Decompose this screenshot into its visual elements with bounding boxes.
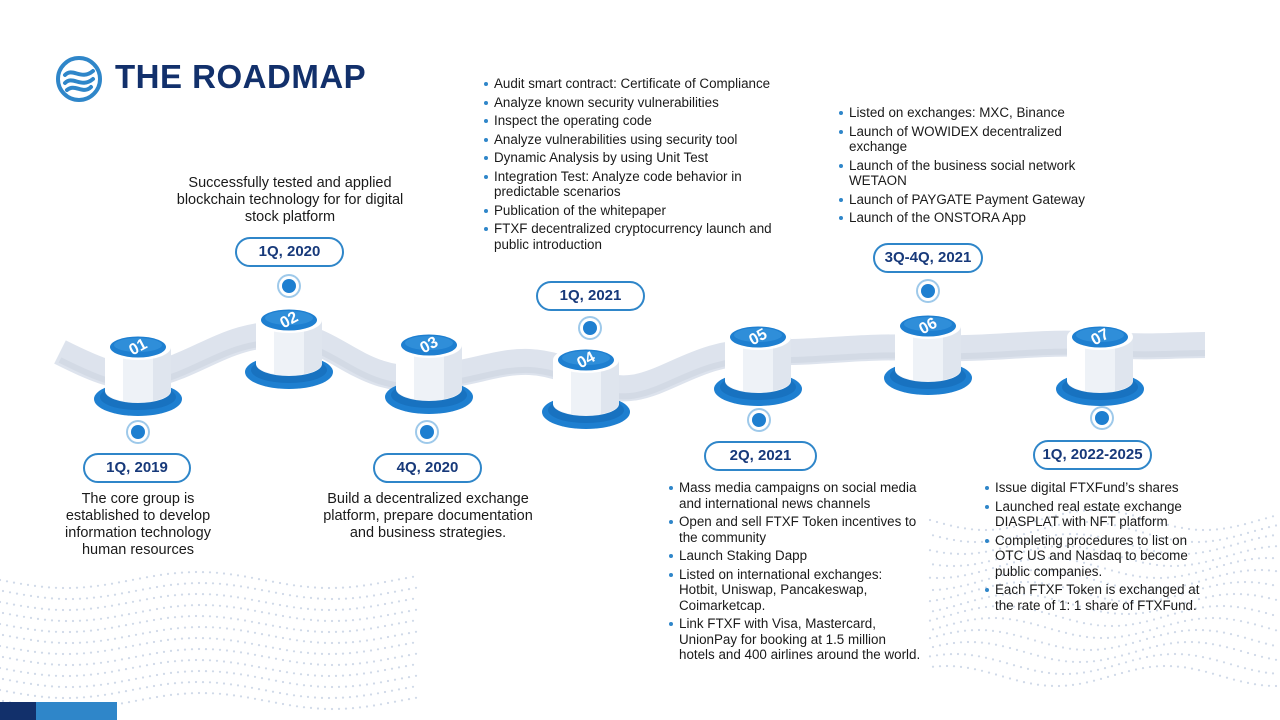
milestone-06-item: Listed on exchanges: MXC, Binance <box>838 105 1113 121</box>
milestone-04-item: Integration Test: Analyze code behavior … <box>483 169 773 200</box>
period-label-06: 3Q-4Q, 2021 <box>873 243 983 273</box>
milestone-03-marker: 03 <box>374 315 484 425</box>
milestone-01-caption: The core group is established to develop… <box>65 491 211 558</box>
milestone-04-item: Analyze vulnerabilities using security t… <box>483 132 773 148</box>
milestone-04-dot <box>583 321 597 335</box>
milestone-05-marker: 05 <box>703 307 813 417</box>
milestone-06-item: Launch of the business social network WE… <box>838 158 1113 189</box>
milestone-04-item: Inspect the operating code <box>483 113 773 129</box>
milestone-06-item: Launch of the ONSTORA App <box>838 210 1113 226</box>
milestone-07-marker: 07 <box>1045 307 1155 417</box>
milestone-number: 05 <box>746 326 770 349</box>
milestone-06-item: Launch of PAYGATE Payment Gateway <box>838 192 1113 208</box>
period-label-03: 4Q, 2020 <box>373 453 482 483</box>
milestone-04-item: Dynamic Analysis by using Unit Test <box>483 150 773 166</box>
milestone-03-caption: Build a decentralized exchange platform,… <box>323 491 533 541</box>
milestone-05-dot <box>752 413 766 427</box>
footer-bar-blue <box>36 702 117 720</box>
milestone-02-caption: Successfully tested and applied blockcha… <box>176 175 404 225</box>
milestone-01-marker: 01 <box>83 317 193 427</box>
page-title: THE ROADMAP <box>115 58 367 95</box>
milestone-number: 04 <box>574 349 598 372</box>
milestone-02-marker: 02 <box>234 290 344 400</box>
milestone-07-item: Each FTXF Token is exchanged at the rate… <box>984 582 1219 613</box>
milestone-04-marker: 04 <box>531 330 641 440</box>
milestone-07-item: Issue digital FTXFund’s shares <box>984 480 1219 496</box>
milestone-03-dot <box>420 425 434 439</box>
milestone-number: 03 <box>417 334 441 357</box>
milestone-07-item: Launched real estate exchange DIASPLAT w… <box>984 499 1219 530</box>
period-label-02: 1Q, 2020 <box>235 237 344 267</box>
milestone-04-item: Publication of the whitepaper <box>483 203 773 219</box>
period-label-07: 1Q, 2022-2025 <box>1033 440 1152 470</box>
milestone-number: 06 <box>916 315 940 338</box>
milestone-04-item: FTXF decentralized cryptocurrency launch… <box>483 221 773 252</box>
milestone-number: 07 <box>1088 326 1112 349</box>
milestone-05-item: Launch Staking Dapp <box>668 548 923 564</box>
milestone-05-item: Listed on international exchanges: Hotbi… <box>668 567 923 614</box>
roadmap-logo-icon <box>56 56 102 102</box>
period-label-04: 1Q, 2021 <box>536 281 645 311</box>
milestone-05-item: Open and sell FTXF Token incentives to t… <box>668 514 923 545</box>
milestone-05-item: Mass media campaigns on social media and… <box>668 480 923 511</box>
milestone-number: 02 <box>277 309 301 332</box>
milestone-05-item: Link FTXF with Visa, Mastercard, UnionPa… <box>668 616 923 663</box>
period-label-05: 2Q, 2021 <box>704 441 817 471</box>
milestone-04-list: Audit smart contract: Certificate of Com… <box>483 76 773 255</box>
milestone-04-item: Analyze known security vulnerabilities <box>483 95 773 111</box>
milestone-06-item: Launch of WOWIDEX decentralized exchange <box>838 124 1113 155</box>
period-label-01: 1Q, 2019 <box>83 453 191 483</box>
milestone-02-dot <box>282 279 296 293</box>
milestone-number: 01 <box>126 336 150 359</box>
milestone-07-dot <box>1095 411 1109 425</box>
footer-bar-navy <box>0 702 36 720</box>
milestone-05-list: Mass media campaigns on social media and… <box>668 480 923 666</box>
milestone-07-item: Completing procedures to list on OTC US … <box>984 533 1219 580</box>
milestone-01-dot <box>131 425 145 439</box>
milestone-06-dot <box>921 284 935 298</box>
milestone-06-marker: 06 <box>873 296 983 406</box>
milestone-04-item: Audit smart contract: Certificate of Com… <box>483 76 773 92</box>
